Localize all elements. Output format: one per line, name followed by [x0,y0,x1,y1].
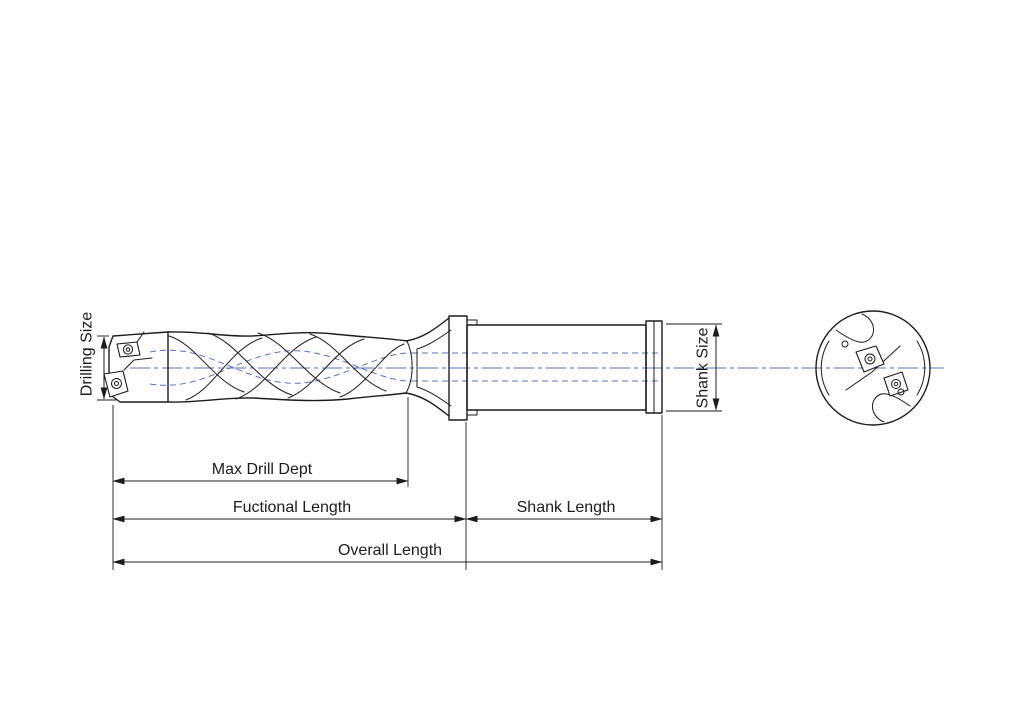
shank-size-label: Shank Size [695,327,712,408]
shank-left-notch-bottom [466,409,478,416]
dim-drilling-size: Drilling Size [79,312,116,401]
flute-bottom-edge [167,392,407,403]
dim-shank-size: Shank Size [666,323,722,412]
hidden-lines [149,349,658,386]
head-face-line [123,357,153,371]
end-view-flute-curve-1 [835,313,875,343]
flute-return-curve-4 [339,343,405,398]
drilling-size-label: Drilling Size [79,312,96,397]
dim-functional-length: Fuctional Length [112,499,467,523]
overall-length-label: Overall Length [338,542,442,559]
peripheral-insert-screw-hole [125,347,131,352]
center-insert-screw [111,378,122,389]
end-view-cutting-edge [845,345,901,391]
flute-body [167,331,413,403]
flute-curve-1 [168,335,245,393]
end-view-peripheral-insert [883,371,909,397]
end-view-margin-arc-left [820,340,830,396]
dim-max-drill-depth: Max Drill Dept [112,461,409,485]
end-view-center-insert-screw [864,353,876,365]
end-view-coolant-hole-1 [841,340,849,348]
cone-bottom-inner [416,386,452,407]
flute-return-curve-2 [235,336,317,400]
end-view-peripheral-insert-screw [891,379,901,389]
drill-side-view [103,315,663,421]
flute-curve-4 [309,333,387,392]
flute-top-edge [167,331,408,342]
hidden-flute-helix-upper [149,349,413,384]
shank [466,319,663,416]
drill-head [103,331,169,403]
cone-top-inner [416,329,452,350]
end-view-center-insert-screw-hole [867,356,873,362]
dimensions: Drilling Size Shank Size Max Drill Dept … [79,312,722,570]
flute-curve-2 [207,332,293,396]
end-view-center-insert [855,345,885,373]
peripheral-insert-screw [122,344,134,355]
max-drill-depth-label: Max Drill Dept [212,461,313,478]
center-insert-screw-hole [114,381,119,386]
flute-runout-arc [405,340,413,394]
cone-top-edge [405,317,450,342]
center-insert [103,370,129,398]
shank-left-notch-top [466,319,478,326]
flute-return-curve-3 [287,338,365,399]
dim-shank-length: Shank Length [465,499,663,523]
drill-end-view [815,310,931,426]
flute-curve-3 [257,332,341,394]
shank-length-label: Shank Length [517,499,616,516]
end-view-peripheral-insert-screw-hole [893,381,899,387]
cone-bottom-edge [405,392,450,417]
flute-return-curve-1 [185,337,263,401]
dim-overall-length: Overall Length [112,542,663,566]
end-view-coolant-hole-2 [897,388,905,396]
peripheral-insert [116,341,141,358]
end-view-margin-arc-right [916,340,926,396]
functional-length-label: Fuctional Length [233,499,351,516]
end-view-flute-curve-2 [871,393,911,423]
end-view-outer-circle [815,310,931,426]
